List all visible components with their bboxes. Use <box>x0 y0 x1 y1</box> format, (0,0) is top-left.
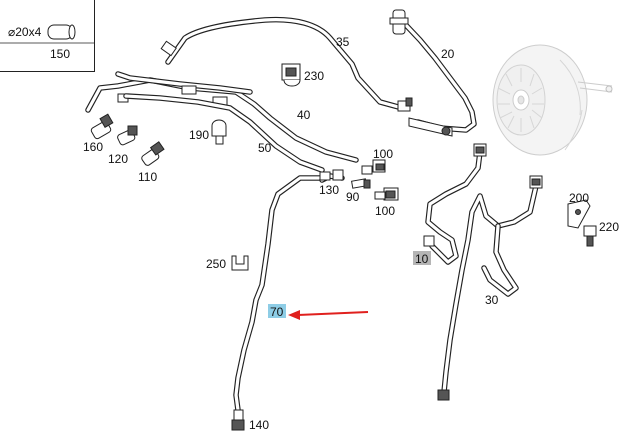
label-220: 220 <box>599 220 619 234</box>
label-140: 140 <box>249 418 269 432</box>
hose-sample-icon <box>47 24 73 40</box>
bolt-220 <box>583 225 597 247</box>
label-250: 250 <box>206 257 226 271</box>
label-100-upper: 100 <box>373 147 393 161</box>
part-160 <box>90 113 114 140</box>
pipe-35 <box>160 16 413 112</box>
part-110 <box>141 141 165 166</box>
label-190: 190 <box>189 128 209 142</box>
legend-box: ⌀20x4 150 <box>0 0 95 72</box>
pipe-50 <box>123 93 325 173</box>
pipe-20 <box>389 9 477 137</box>
label-110: 110 <box>138 170 157 184</box>
label-40: 40 <box>297 108 311 122</box>
label-230: 230 <box>304 69 324 83</box>
part-100-upper <box>361 159 386 175</box>
brake-booster <box>492 44 613 156</box>
connector-140 <box>231 409 245 431</box>
clip-190 <box>211 119 227 145</box>
label-35: 35 <box>336 35 350 49</box>
label-200: 200 <box>569 191 589 205</box>
pipe-70 <box>233 175 323 413</box>
label-10-highlight <box>413 251 431 265</box>
connector-130 <box>319 169 345 183</box>
legend-number: 150 <box>50 47 70 61</box>
label-10: 10 <box>415 252 429 266</box>
bracket-200 <box>567 199 591 229</box>
label-160: 160 <box>83 140 103 154</box>
pipe-30 <box>437 175 543 401</box>
clip-250 <box>231 255 249 271</box>
part-120 <box>117 125 138 146</box>
label-30: 30 <box>485 293 499 307</box>
part-90 <box>351 178 371 189</box>
pipe-10 <box>423 143 487 265</box>
label-50: 50 <box>258 141 272 155</box>
part-100-lower <box>374 187 399 201</box>
label-70-highlight <box>268 304 286 318</box>
label-120: 120 <box>108 152 128 166</box>
pipe-40 <box>85 71 359 163</box>
label-70: 70 <box>270 305 284 319</box>
label-90: 90 <box>346 190 360 204</box>
label-100-lower: 100 <box>375 204 395 218</box>
legend-dimension: ⌀20x4 <box>8 25 42 39</box>
label-130: 130 <box>319 183 339 197</box>
label-20: 20 <box>441 47 455 61</box>
clip-230 <box>281 63 301 87</box>
pointer-arrow <box>288 310 369 320</box>
